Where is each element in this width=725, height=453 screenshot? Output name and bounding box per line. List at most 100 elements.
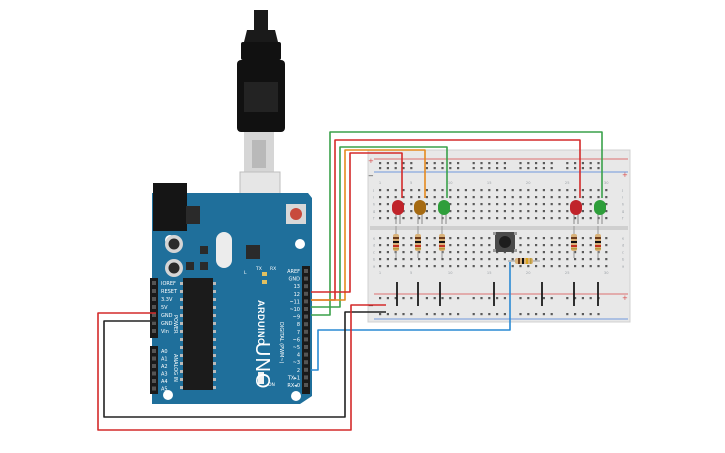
- led-red-1[interactable]: [392, 200, 404, 224]
- power-pin-label: 3.3V: [161, 297, 173, 303]
- row-letter: d: [622, 244, 624, 248]
- column-number: 20: [526, 181, 531, 185]
- digital-pin-label: GND: [289, 277, 301, 283]
- power-pin[interactable]: [152, 305, 156, 309]
- row-letter: a: [373, 265, 375, 269]
- led-green-2[interactable]: [594, 200, 606, 224]
- digital-pin[interactable]: [304, 299, 308, 304]
- wire-green-led3[interactable]: [311, 146, 448, 308]
- resistor-vertical[interactable]: [415, 226, 421, 258]
- digital-pin-label: 13: [294, 284, 300, 290]
- power-pin[interactable]: [152, 297, 156, 301]
- wire-red-led1[interactable]: [311, 152, 403, 293]
- analog-pin[interactable]: [152, 371, 156, 376]
- analog-pin[interactable]: [152, 379, 156, 383]
- power-header: POWER: [172, 315, 178, 334]
- row-letter: g: [373, 210, 375, 214]
- components: [392, 200, 606, 306]
- resistor-vertical[interactable]: [571, 226, 577, 258]
- row-letter: j: [621, 189, 623, 193]
- row-letter: b: [622, 258, 625, 262]
- power-pin-label: Vin: [161, 329, 169, 335]
- column-number: 10: [448, 181, 453, 185]
- plus-rail-label: +: [622, 294, 628, 302]
- digital-pin[interactable]: [304, 307, 308, 311]
- arduino-board[interactable]: TX RX L ON ARDUINO UNO POWER ANALOG IN D…: [150, 183, 312, 404]
- row-letter: h: [622, 203, 624, 207]
- column-number: 25: [565, 271, 570, 275]
- digital-pin[interactable]: [304, 284, 308, 289]
- power-pin[interactable]: [152, 281, 156, 285]
- digital-pin[interactable]: [304, 291, 308, 296]
- wire-orange-led2[interactable]: [311, 149, 426, 301]
- voltage-regulator: [186, 206, 200, 224]
- digital-pin[interactable]: [304, 276, 308, 281]
- analog-pin[interactable]: [152, 364, 156, 368]
- resistor-vertical[interactable]: [393, 226, 399, 258]
- row-letter: f: [373, 217, 375, 221]
- resistor-vertical[interactable]: [595, 226, 601, 258]
- digital-pin-label: ~5: [293, 345, 300, 351]
- analog-pin-label: A2: [161, 364, 168, 370]
- digital-pin-label: 4: [297, 353, 300, 359]
- minus-rail-label: −: [368, 302, 374, 310]
- digital-pin[interactable]: [304, 383, 308, 387]
- resistor-horizontal[interactable]: [508, 258, 540, 264]
- power-pin[interactable]: [152, 329, 156, 333]
- digital-pin-label: 8: [297, 322, 300, 328]
- digital-pin-label: ~11: [289, 299, 300, 305]
- digital-pin[interactable]: [304, 360, 308, 365]
- analog-header-strip[interactable]: [150, 346, 158, 394]
- wire-blue-button[interactable]: [311, 262, 511, 371]
- rx-label: RX: [270, 266, 276, 272]
- led-red-2[interactable]: [570, 200, 582, 224]
- column-number: 5: [410, 181, 412, 185]
- led-yellow[interactable]: [414, 200, 426, 224]
- digital-pin[interactable]: [304, 314, 308, 319]
- digital-pin[interactable]: [304, 269, 308, 273]
- row-letter: j: [372, 189, 374, 193]
- digital-pin-label: ~9: [293, 315, 300, 321]
- power-pin-label: 5V: [161, 305, 168, 311]
- digital-pin-label: ~3: [293, 360, 300, 366]
- digital-pin[interactable]: [304, 352, 308, 357]
- analog-pin[interactable]: [152, 356, 156, 361]
- power-pin-label: GND: [161, 321, 173, 327]
- digital-pin[interactable]: [304, 345, 308, 349]
- pushbutton[interactable]: [493, 232, 517, 252]
- digital-pin-label: ~10: [289, 307, 300, 313]
- column-number: 1: [379, 181, 381, 185]
- row-letter: d: [373, 244, 375, 248]
- digital-pin-label: 12: [294, 292, 300, 298]
- row-letter: e: [622, 237, 625, 241]
- usb-cable[interactable]: [237, 10, 285, 223]
- row-letter: i: [373, 196, 374, 200]
- digital-pin[interactable]: [304, 375, 308, 380]
- led-green-1[interactable]: [438, 200, 450, 224]
- digital-header: DIGITAL (PWM~): [278, 322, 284, 364]
- l-label: L: [244, 270, 247, 276]
- atmega-chip: [183, 278, 213, 390]
- analog-pin[interactable]: [152, 349, 156, 353]
- power-pin[interactable]: [152, 289, 156, 293]
- digital-pin[interactable]: [304, 322, 308, 327]
- analog-pin-label: A4: [161, 379, 168, 385]
- row-letter: b: [373, 258, 376, 262]
- resistor-vertical[interactable]: [439, 226, 445, 258]
- analog-pin[interactable]: [152, 386, 156, 391]
- wire-red-5v[interactable]: [97, 304, 386, 431]
- on-label: ON: [268, 382, 275, 388]
- row-letter: c: [622, 251, 624, 255]
- digital-pin[interactable]: [304, 367, 308, 372]
- led-body: [392, 200, 404, 215]
- column-number: 10: [448, 271, 453, 275]
- analog-pin-label: A1: [161, 357, 168, 363]
- row-letter: e: [373, 237, 376, 241]
- digital-pin[interactable]: [304, 329, 308, 334]
- digital-pin[interactable]: [304, 337, 308, 342]
- power-pin[interactable]: [152, 313, 156, 317]
- wire-green-long[interactable]: [311, 131, 603, 316]
- power-pin[interactable]: [152, 321, 156, 325]
- wire-black-gnd[interactable]: [103, 311, 386, 418]
